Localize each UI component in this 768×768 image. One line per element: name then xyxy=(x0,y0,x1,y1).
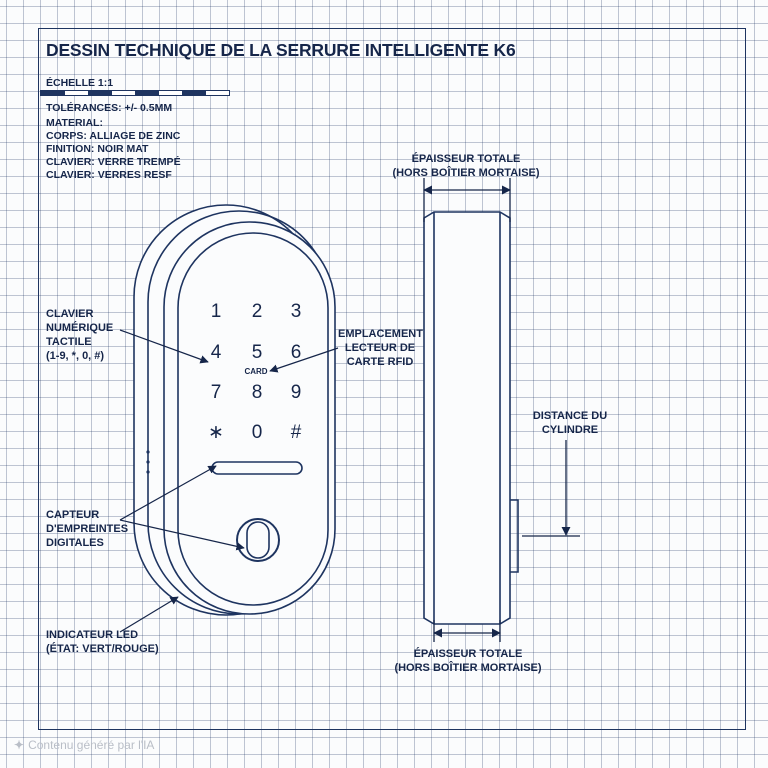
fingerprint-callout: CAPTEUR D'EMPREINTES DIGITALES xyxy=(46,509,129,549)
thickness-top-callout: ÉPAISSEUR TOTALE (HORS BOÎTIER MORTAISE) xyxy=(392,153,540,179)
spec-line: CLAVIER: VERRE TREMPÉ xyxy=(46,156,181,168)
cylinder-boss xyxy=(510,499,519,573)
key-1: 1 xyxy=(211,301,222,322)
keypad-callout: CLAVIER NUMÉRIQUE TACTILE (1-9, *, 0, #) xyxy=(46,308,114,362)
thickness-bottom-callout: ÉPAISSEUR TOTALE (HORS BOÎTIER MORTAISE) xyxy=(394,648,542,674)
key-7: 7 xyxy=(211,382,222,403)
scale-bar xyxy=(40,90,230,96)
led-callout: INDICATEUR LED (ÉTAT: VERT/ROUGE) xyxy=(46,629,159,655)
dimension-lines xyxy=(423,178,580,642)
card-label: CARD xyxy=(244,367,267,376)
scale-label: ÉCHELLE 1:1 xyxy=(46,77,114,89)
watermark-text: Contenu généré par l'IA xyxy=(28,738,155,752)
key-star: ∗ xyxy=(208,422,224,443)
lock-faceplate xyxy=(163,221,336,615)
led-dots xyxy=(146,450,150,474)
ai-watermark: ✦Contenu généré par l'IA xyxy=(14,738,154,752)
leader-lines xyxy=(119,329,339,633)
spec-line: MATERIAL: xyxy=(46,117,103,129)
key-4: 4 xyxy=(211,342,222,363)
fingerprint-pad xyxy=(246,521,270,559)
key-9: 9 xyxy=(291,382,302,403)
spec-line: FINITION: NOIR MAT xyxy=(46,143,149,155)
spec-list: TOLÉRANCES: +/- 0.5MM MATERIAL: CORPS: A… xyxy=(46,102,181,182)
spec-line: CORPS: ALLIAGE DE ZINC xyxy=(46,130,181,142)
ai-sparkle-icon: ✦ xyxy=(14,738,25,752)
key-5: 5 xyxy=(252,342,263,363)
keypad: 1 2 3 4 5 6 7 8 9 ∗ 0 # CARD xyxy=(208,301,302,443)
spec-line: CLAVIER: VERRES RESF xyxy=(46,169,172,181)
key-3: 3 xyxy=(291,301,302,322)
cylinder-callout: DISTANCE DU CYLINDRE xyxy=(532,410,608,436)
lock-faceplate-inner xyxy=(177,232,329,606)
key-2: 2 xyxy=(252,301,263,322)
key-6: 6 xyxy=(291,342,302,363)
key-0: 0 xyxy=(252,422,263,443)
drawing-title: DESSIN TECHNIQUE DE LA SERRURE INTELLIGE… xyxy=(46,40,516,60)
key-8: 8 xyxy=(252,382,263,403)
fingerprint-sensor xyxy=(236,518,280,562)
side-profile xyxy=(423,211,511,625)
rfid-callout: EMPLACEMENT LECTEUR DE CARTE RFID xyxy=(338,328,423,368)
key-hash: # xyxy=(291,422,302,443)
spec-line: TOLÉRANCES: +/- 0.5MM xyxy=(46,102,173,114)
